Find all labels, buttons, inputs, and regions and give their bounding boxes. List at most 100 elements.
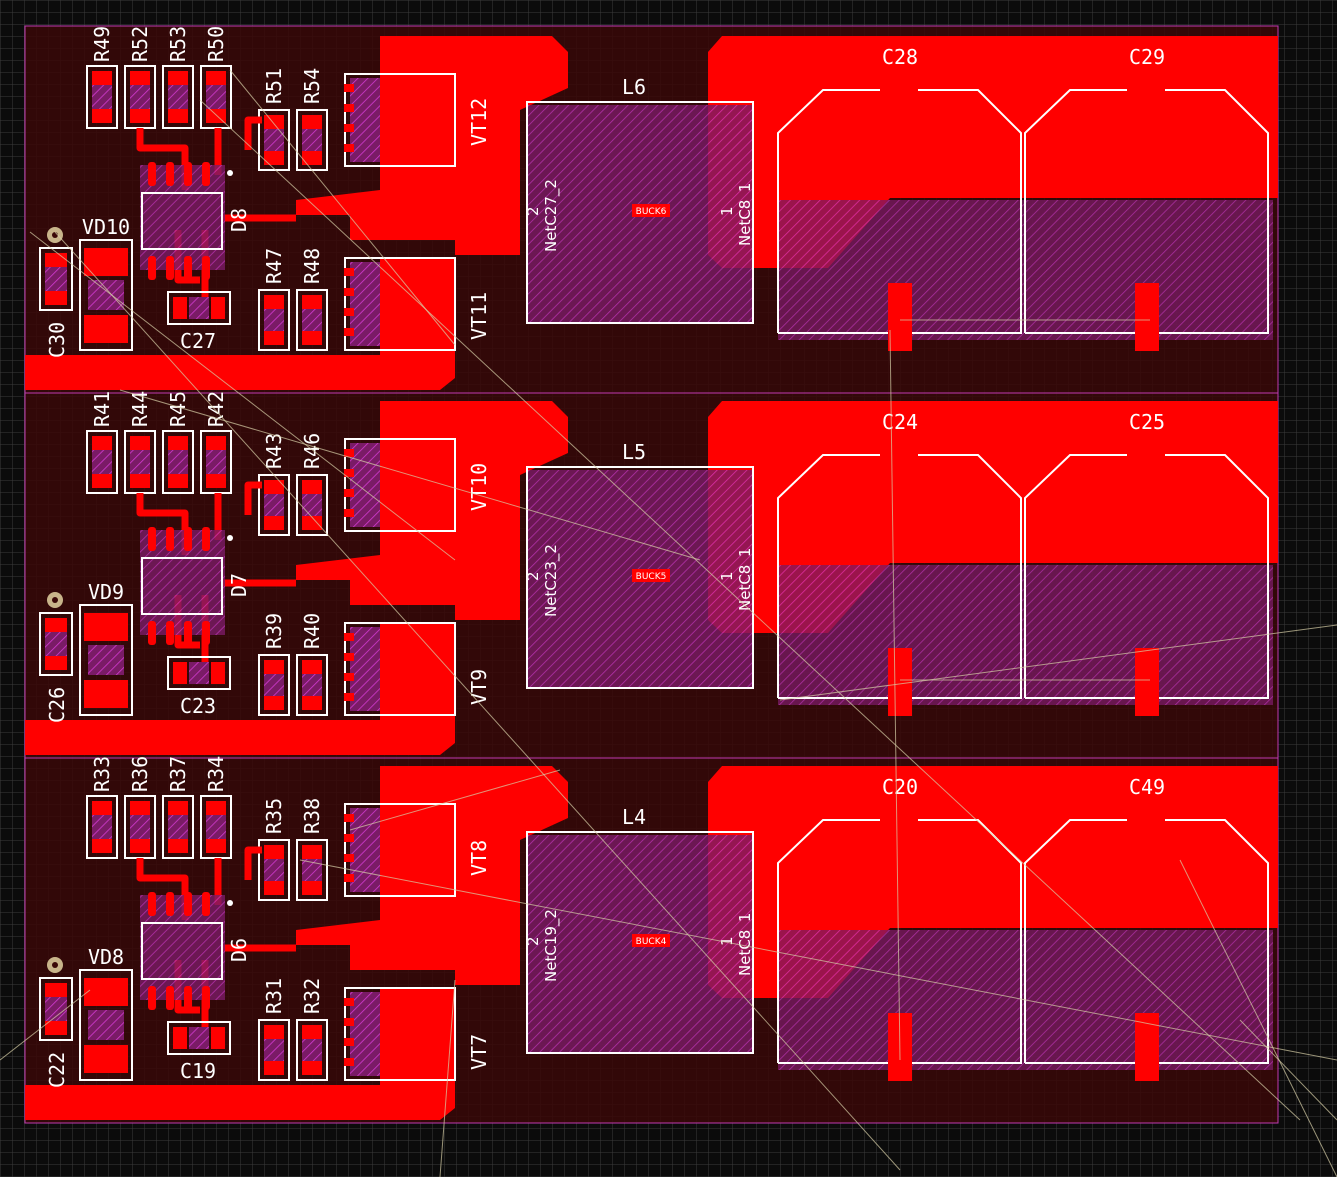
vt-top-pin (344, 814, 354, 822)
copper-switch-node (296, 766, 568, 985)
resistor-r36[interactable] (124, 795, 156, 859)
vt-top-body[interactable] (344, 438, 456, 532)
resistor-low-1[interactable] (296, 289, 328, 351)
vt-bottom-pin (344, 998, 354, 1006)
diode-pad-bottom (84, 1045, 128, 1073)
vt-top-pin (344, 509, 354, 517)
resistor-r37[interactable] (162, 795, 194, 859)
output-cap-outline-1[interactable] (777, 89, 1022, 334)
output-cap-outline-1[interactable] (777, 819, 1022, 1064)
resistor-label-0: R41 (90, 391, 114, 427)
ic-pin (166, 892, 174, 916)
vt-top-pin (344, 469, 354, 477)
vt-top-label: VT10 (467, 463, 491, 511)
vt-bottom-label: VT9 (467, 669, 491, 705)
output-cap-pad-1[interactable] (888, 648, 912, 716)
resistor-mid-label-0: R51 (262, 68, 286, 104)
resistor-label-3: R42 (204, 391, 228, 427)
cap-small-body[interactable] (167, 291, 231, 325)
vt-bottom-label: VT7 (467, 1034, 491, 1070)
diode-label: VD10 (82, 215, 130, 239)
resistor-low-1[interactable] (296, 654, 328, 716)
ic-body[interactable] (141, 557, 223, 615)
ic-label: D8 (227, 208, 251, 232)
vt-bottom-body[interactable] (344, 987, 456, 1081)
cap-small-body[interactable] (167, 1021, 231, 1055)
diode-body[interactable] (79, 604, 133, 716)
resistor-r38[interactable] (296, 839, 328, 901)
diode-pad-top (84, 248, 128, 276)
resistor-r53[interactable] (162, 65, 194, 129)
diode-body[interactable] (79, 969, 133, 1081)
output-cap-outline-1[interactable] (777, 454, 1022, 699)
vt-top-hatch (350, 443, 380, 527)
output-cap-outline-2[interactable] (1024, 89, 1269, 334)
ratsnest-line-13 (1179, 859, 1337, 1177)
output-cap-pad-2[interactable] (1135, 648, 1159, 716)
cap-left-label: C26 (45, 687, 69, 723)
output-cap-label-1: C28 (882, 45, 918, 69)
ic-pin (202, 986, 210, 1010)
copper-input-pour (25, 988, 455, 1120)
ic-pin (166, 986, 174, 1010)
ic-body[interactable] (141, 192, 223, 250)
resistor-label-0: R49 (90, 26, 114, 62)
ic-pin (184, 527, 192, 551)
resistor-r44[interactable] (124, 430, 156, 494)
ratsnest-layer (0, 69, 1337, 1177)
resistor-r51[interactable] (258, 109, 290, 171)
resistor-r35[interactable] (258, 839, 290, 901)
cap-left[interactable] (39, 977, 73, 1041)
vt-bottom-body[interactable] (344, 622, 456, 716)
resistor-low-0[interactable] (258, 1019, 290, 1081)
resistor-r52[interactable] (124, 65, 156, 129)
inductor-pin1-net: NetC8_1 (736, 913, 755, 976)
resistor-low-0[interactable] (258, 654, 290, 716)
diode-body[interactable] (79, 239, 133, 351)
vt-bottom-pin (344, 673, 354, 681)
resistor-r42[interactable] (200, 430, 232, 494)
resistor-low-0[interactable] (258, 289, 290, 351)
output-cap-pad-2[interactable] (1135, 283, 1159, 351)
ratsnest-line-4 (199, 99, 1301, 1121)
ratsnest-line-15 (889, 329, 901, 1061)
resistor-r45[interactable] (162, 430, 194, 494)
cap-small-pad-2 (211, 297, 225, 319)
output-cap-label-2: C49 (1129, 775, 1165, 799)
inductor-pin1-net: NetC8_1 (736, 183, 755, 246)
resistor-r33[interactable] (86, 795, 118, 859)
vt-top-body[interactable] (344, 73, 456, 167)
ratsnest-line-9 (439, 979, 456, 1177)
vt-top-hatch (350, 78, 380, 162)
resistor-low-1[interactable] (296, 1019, 328, 1081)
inductor-outline[interactable] (526, 831, 754, 1054)
cap-small-label: C23 (180, 694, 216, 718)
output-cap-outline-2[interactable] (1024, 819, 1269, 1064)
output-cap-pad-2[interactable] (1135, 1013, 1159, 1081)
resistor-r50[interactable] (200, 65, 232, 129)
resistor-mid-label-0: R43 (262, 433, 286, 469)
resistor-r41[interactable] (86, 430, 118, 494)
inductor-pin2-net: NetC19_2 (542, 909, 561, 982)
resistor-r34[interactable] (200, 795, 232, 859)
inductor-outline[interactable] (526, 101, 754, 324)
inductor-outline[interactable] (526, 466, 754, 689)
cap-small-body[interactable] (167, 656, 231, 690)
resistor-mid-label-1: R54 (300, 68, 324, 104)
vt-top-body[interactable] (344, 803, 456, 897)
resistor-r49[interactable] (86, 65, 118, 129)
resistor-r46[interactable] (296, 474, 328, 536)
inductor-label: L5 (622, 440, 646, 464)
ic-body[interactable] (141, 922, 223, 980)
cap-left[interactable] (39, 612, 73, 676)
via-hole (52, 962, 58, 968)
diode-label: VD8 (88, 945, 124, 969)
output-cap-pad-1[interactable] (888, 283, 912, 351)
diode-pad-top (84, 613, 128, 641)
output-cap-outline-2[interactable] (1024, 454, 1269, 699)
vt-bottom-body[interactable] (344, 257, 456, 351)
ratsnest-line-2 (54, 231, 901, 1171)
output-cap-label-1: C20 (882, 775, 918, 799)
ratsnest-line-1 (29, 231, 456, 561)
